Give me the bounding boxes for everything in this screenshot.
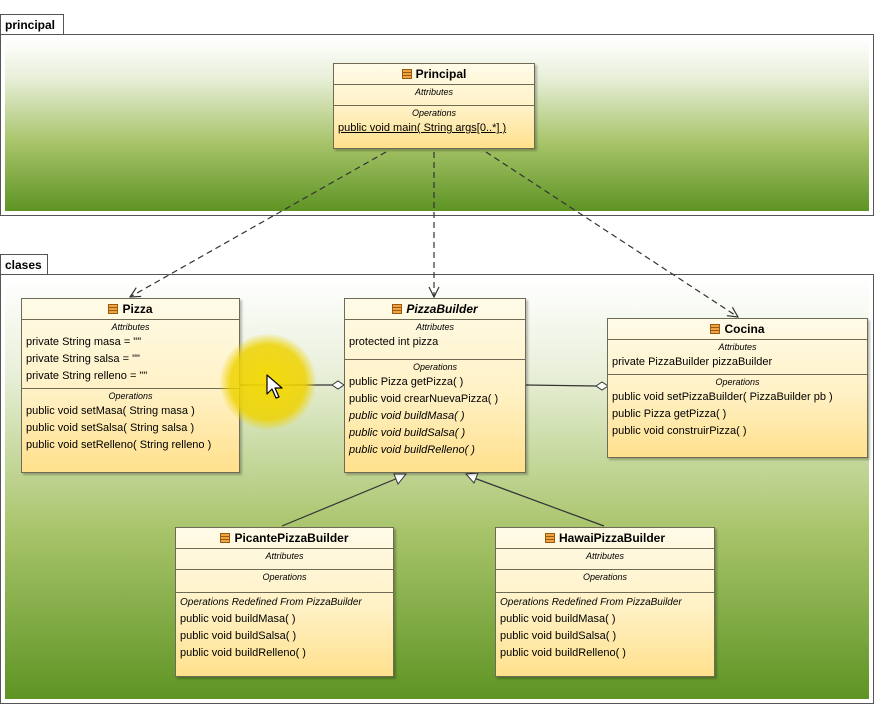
section-title: Operations bbox=[715, 377, 760, 387]
generalization-arrowhead-hawai bbox=[464, 472, 479, 484]
section-title: Attributes bbox=[414, 87, 454, 97]
mouse-pointer-icon bbox=[266, 374, 283, 399]
dependency-principal-pizza bbox=[130, 151, 387, 297]
operation[interactable]: public void construirPizza( ) bbox=[612, 425, 747, 437]
class-header: PicantePizzaBuilder bbox=[176, 528, 393, 549]
operations-section: Operations public void setMasa( String m… bbox=[22, 389, 239, 457]
class-icon bbox=[544, 533, 555, 543]
package-label: clases bbox=[5, 258, 42, 272]
class-icon bbox=[220, 533, 231, 543]
class-pizza[interactable]: Pizza Attributes private String masa = "… bbox=[21, 298, 240, 473]
operation[interactable]: public void buildMasa( ) bbox=[500, 613, 616, 625]
section-title: Attributes bbox=[718, 342, 757, 352]
section-title: Operations bbox=[108, 391, 153, 401]
section-title: Operations bbox=[411, 108, 457, 118]
operations-section: Operations bbox=[176, 570, 393, 593]
section-title: Operations bbox=[582, 572, 628, 582]
operation[interactable]: public void setSalsa( String salsa ) bbox=[26, 422, 195, 434]
section-title: Attributes bbox=[585, 551, 625, 561]
operation[interactable]: public void crearNuevaPizza( ) bbox=[349, 393, 499, 405]
class-name: PizzaBuilder bbox=[406, 302, 478, 316]
attributes-section: Attributes bbox=[334, 85, 534, 106]
package-label: principal bbox=[5, 18, 56, 32]
operation[interactable]: public void buildRelleno( ) bbox=[500, 647, 626, 659]
attributes-section: Attributes protected int pizza bbox=[345, 320, 525, 360]
class-header: Cocina bbox=[608, 319, 867, 340]
redefined-operations-section: Operations Redefined From PizzaBuilder p… bbox=[176, 593, 393, 665]
package-tab-clases[interactable]: clases bbox=[0, 254, 48, 274]
operations-section: Operations public Pizza getPizza( ) publ… bbox=[345, 360, 525, 462]
section-title: Attributes bbox=[415, 322, 455, 332]
class-name: Pizza bbox=[122, 302, 153, 316]
redefined-operations-section: Operations Redefined From PizzaBuilder p… bbox=[496, 593, 714, 665]
operations-section: Operations public void main( String args… bbox=[334, 106, 534, 140]
class-hawaipizzabuilder[interactable]: HawaiPizzaBuilder Attributes Operations … bbox=[495, 527, 715, 677]
operation[interactable]: public void buildRelleno( ) bbox=[349, 444, 475, 456]
operation[interactable]: public void main( String args[0..*] ) bbox=[338, 122, 507, 134]
operation[interactable]: public void buildMasa( ) bbox=[349, 410, 465, 422]
attributes-section: Attributes bbox=[176, 549, 393, 570]
section-title: Operations bbox=[262, 572, 307, 582]
operation[interactable]: public Pizza getPizza( ) bbox=[612, 408, 727, 420]
attribute[interactable]: private PizzaBuilder pizzaBuilder bbox=[612, 356, 773, 368]
class-name: Cocina bbox=[724, 322, 765, 336]
redefined-title: Operations Redefined From PizzaBuilder bbox=[180, 597, 362, 608]
class-pizzabuilder[interactable]: PizzaBuilder Attributes protected int pi… bbox=[344, 298, 526, 473]
class-icon bbox=[392, 304, 403, 314]
attribute[interactable]: private String salsa = "" bbox=[26, 353, 140, 365]
operation[interactable]: public void setMasa( String masa ) bbox=[26, 405, 195, 417]
generalization-hawai bbox=[473, 477, 605, 527]
attribute[interactable]: private String masa = "" bbox=[26, 336, 142, 348]
section-title: Attributes bbox=[265, 551, 304, 561]
attributes-section: Attributes private PizzaBuilder pizzaBui… bbox=[608, 340, 867, 375]
class-cocina[interactable]: Cocina Attributes private PizzaBuilder p… bbox=[607, 318, 868, 458]
class-icon bbox=[401, 69, 412, 79]
section-title: Attributes bbox=[111, 322, 150, 332]
generalization-arrowhead-picante bbox=[393, 473, 408, 485]
class-icon bbox=[710, 324, 721, 334]
class-header: PizzaBuilder bbox=[345, 299, 525, 320]
class-header: Principal bbox=[334, 64, 534, 85]
class-name: HawaiPizzaBuilder bbox=[558, 531, 666, 545]
class-name: Principal bbox=[415, 67, 467, 81]
operation[interactable]: public void setRelleno( String relleno ) bbox=[26, 439, 212, 451]
operation[interactable]: public Pizza getPizza( ) bbox=[349, 376, 464, 388]
class-picantepizzabuilder[interactable]: PicantePizzaBuilder Attributes Operation… bbox=[175, 527, 394, 677]
section-title: Operations bbox=[412, 362, 458, 372]
operation[interactable]: public void buildMasa( ) bbox=[180, 613, 296, 625]
class-principal[interactable]: Principal Attributes Operations public v… bbox=[333, 63, 535, 149]
association-pizzabuilder-cocina bbox=[525, 384, 597, 387]
attribute[interactable]: private String relleno = "" bbox=[26, 370, 148, 382]
class-name: PicantePizzaBuilder bbox=[234, 531, 349, 545]
operations-section: Operations bbox=[496, 570, 714, 593]
attributes-section: Attributes private String masa = "" priv… bbox=[22, 320, 239, 389]
operations-section: Operations public void setPizzaBuilder( … bbox=[608, 375, 867, 443]
operation[interactable]: public void setPizzaBuilder( PizzaBuilde… bbox=[612, 391, 833, 403]
attribute[interactable]: protected int pizza bbox=[349, 336, 439, 348]
operation[interactable]: public void buildSalsa( ) bbox=[500, 630, 617, 642]
generalization-picante bbox=[281, 477, 399, 527]
aggregation-diamond-pizzabuilder bbox=[331, 380, 345, 390]
redefined-title: Operations Redefined From PizzaBuilder bbox=[500, 597, 682, 608]
attributes-section: Attributes bbox=[496, 549, 714, 570]
operation[interactable]: public void buildSalsa( ) bbox=[180, 630, 297, 642]
dependency-principal-cocina bbox=[485, 151, 738, 317]
class-icon bbox=[108, 304, 119, 314]
package-tab-principal[interactable]: principal bbox=[0, 14, 64, 34]
operation[interactable]: public void buildSalsa( ) bbox=[349, 427, 466, 439]
operation[interactable]: public void buildRelleno( ) bbox=[180, 647, 306, 659]
class-header: Pizza bbox=[22, 299, 239, 320]
class-header: HawaiPizzaBuilder bbox=[496, 528, 714, 549]
